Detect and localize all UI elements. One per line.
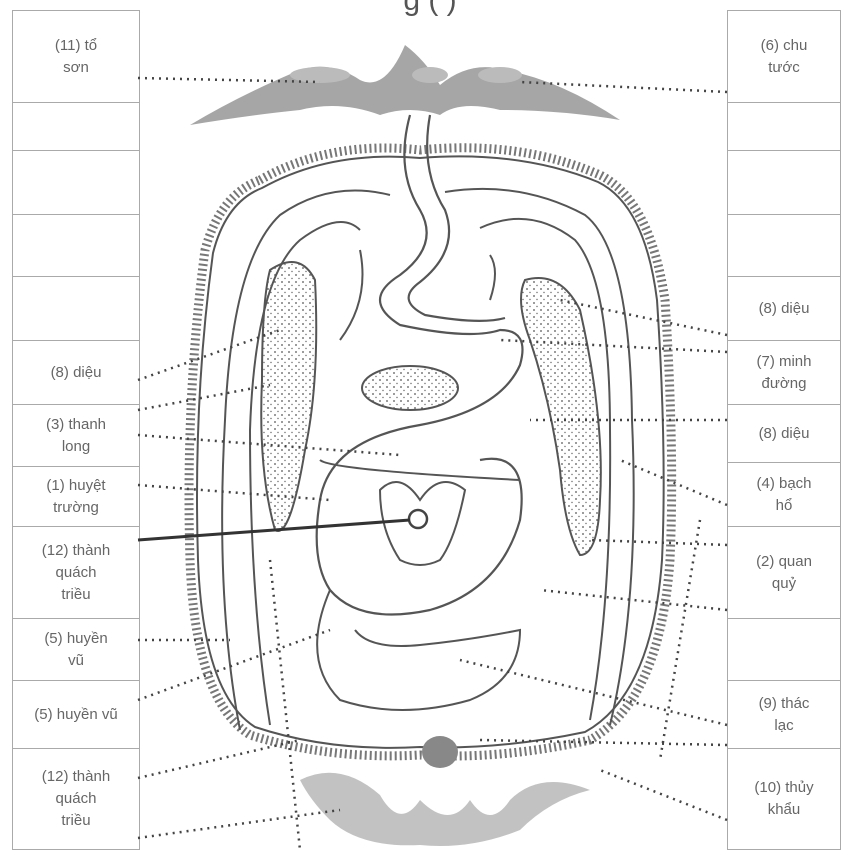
left-dotted-blob [261, 262, 316, 531]
center-dotted-blob [362, 366, 458, 410]
right-dotted-blob [521, 278, 601, 555]
leader-lines [138, 78, 727, 850]
ancestor-mountain [190, 45, 620, 125]
inner-arc [320, 460, 520, 480]
lower-loop [317, 590, 520, 710]
vein-branches [340, 250, 495, 340]
cave-point [409, 510, 427, 528]
